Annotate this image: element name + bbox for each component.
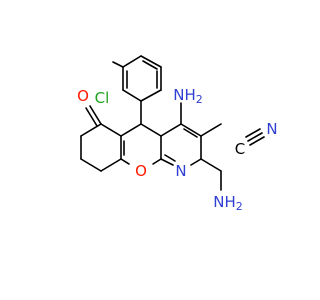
ketone-oxygen: O <box>77 87 89 105</box>
ketone-bond-1 <box>89 105 102 125</box>
c3-nitrile-bond <box>200 123 222 137</box>
pyran-ring <box>120 123 162 165</box>
chlorine-atom: Cl <box>95 89 110 107</box>
pyridine-nitrogen: N <box>175 162 186 180</box>
chlorophenyl-ring <box>122 55 162 102</box>
ring-oxygen: O <box>135 162 147 180</box>
nitrile-carbon: C <box>235 140 245 158</box>
nitrile-triple-3 <box>249 136 265 146</box>
nitrile-triple-1 <box>247 132 263 142</box>
molecule-structure: Cl O O N NH2 NH2 C <box>77 55 278 213</box>
nitrile-triple-2 <box>245 128 261 138</box>
pyridine-ring <box>160 123 202 166</box>
amine-4-label: NH2 <box>173 86 203 106</box>
amine-2-label: NH2 <box>213 193 243 213</box>
cyclohexanone-ring <box>80 123 122 172</box>
nitrile-nitrogen: N <box>266 120 277 138</box>
c2-amine-bond <box>200 158 222 172</box>
ketone-bond-2 <box>85 107 98 127</box>
c-cl-bond <box>112 61 124 68</box>
